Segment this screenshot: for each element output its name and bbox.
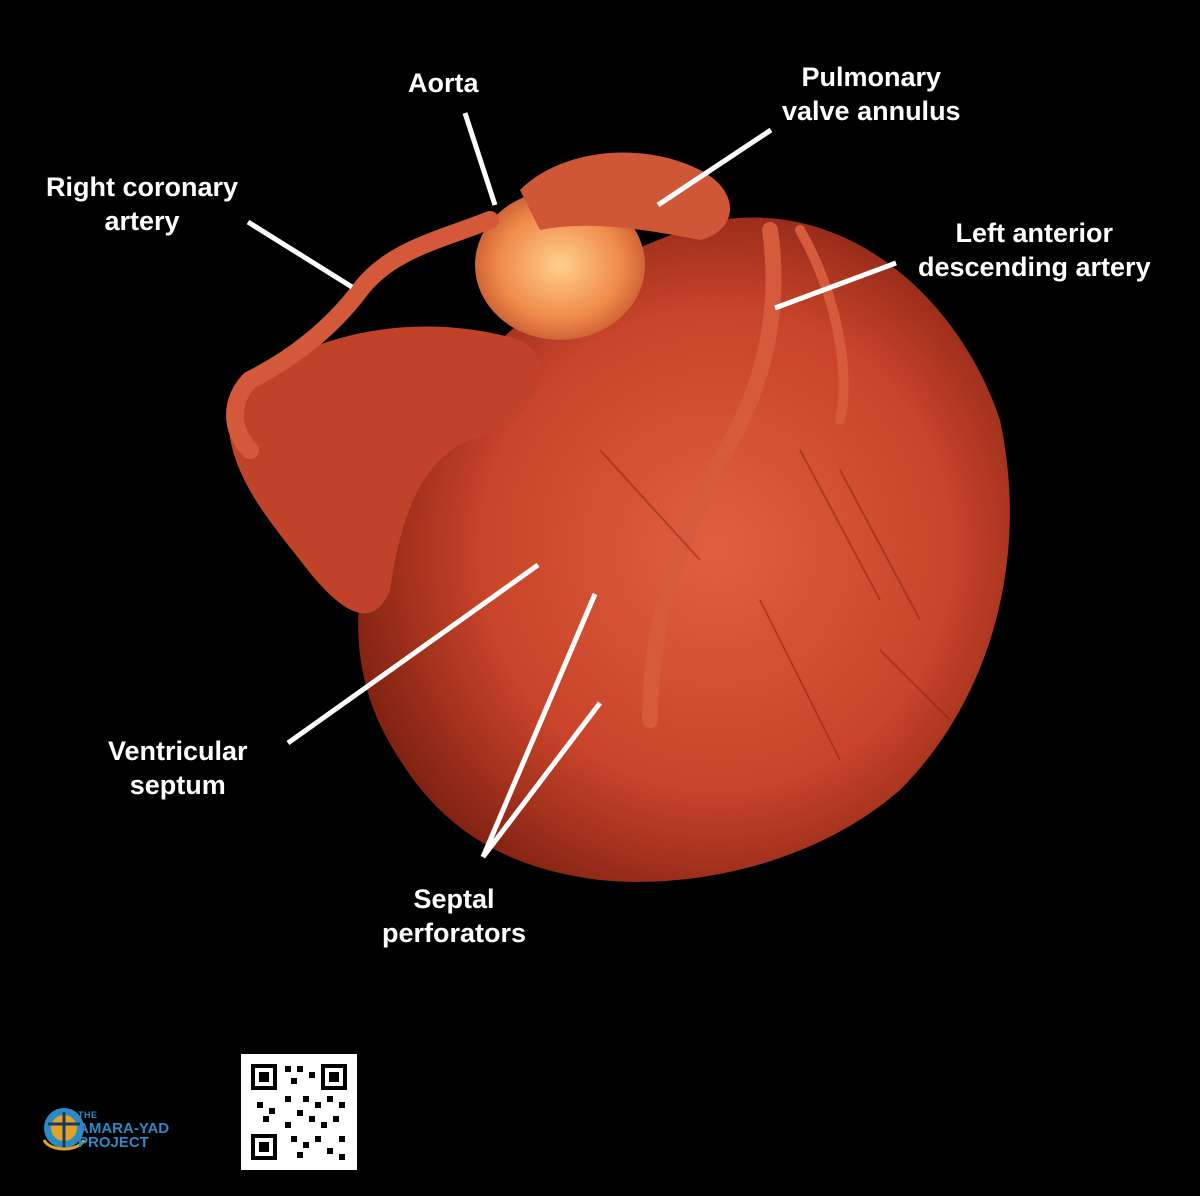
- muscle-striations: [599, 449, 951, 761]
- qr-code-icon: [241, 1054, 357, 1170]
- right-coronary-artery: [226, 211, 499, 459]
- right-atrium-tissue: [228, 326, 541, 614]
- aorta: [475, 190, 645, 340]
- label-pulmonary-valve-annulus: Pulmonary valve annulus: [782, 62, 961, 126]
- logo-figure-icon: [42, 1108, 86, 1151]
- label-right-coronary-artery: Right coronary artery: [46, 172, 239, 236]
- label-aorta: Aorta: [408, 68, 479, 98]
- pointer-lines: [246, 112, 897, 859]
- logo-wordmark: THE AMARA-YAD PROJECT: [78, 1110, 170, 1151]
- label-ventricular-septum: Ventricular septum: [108, 736, 248, 800]
- label-septal-perforators: Septal perforators: [382, 884, 527, 948]
- label-lad-artery: Left anterior descending artery: [918, 218, 1151, 282]
- lad-artery: [642, 222, 782, 728]
- diagonal-artery: [795, 225, 849, 425]
- pulmonary-trunk: [520, 152, 730, 240]
